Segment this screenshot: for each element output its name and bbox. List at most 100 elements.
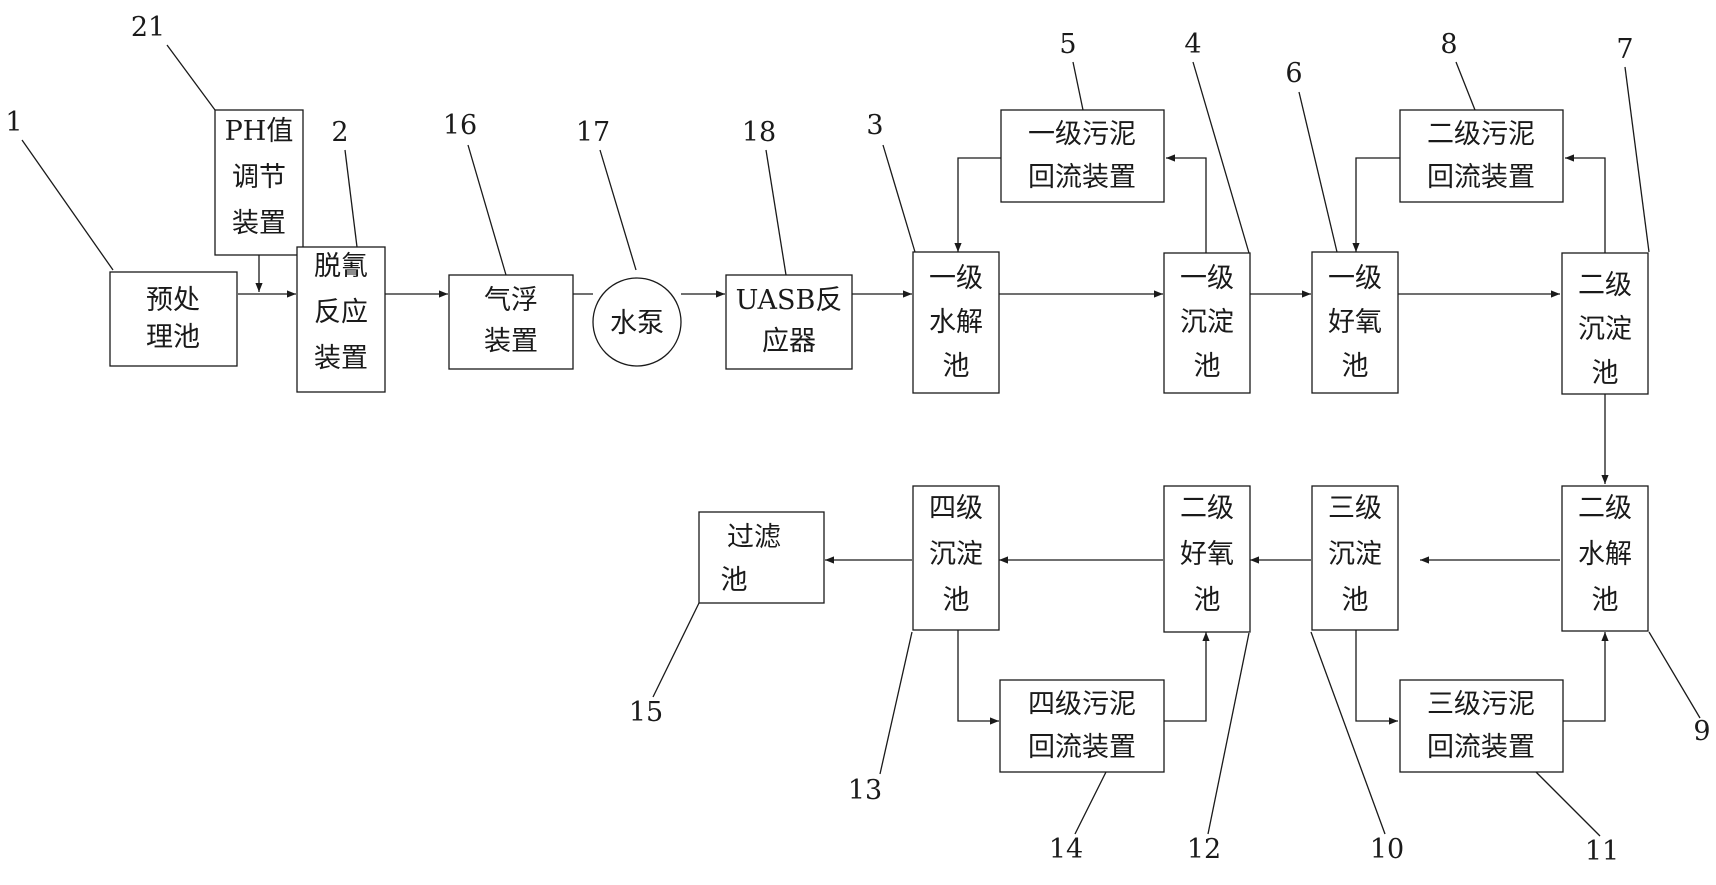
unit-label-line: 回流装置	[1028, 732, 1136, 763]
unit-decyanation-reactor: 脱氰 反应 装置	[296, 246, 386, 393]
leader-line-15	[652, 602, 700, 698]
ref-number-1: 1	[5, 107, 22, 138]
leader-line-4	[1192, 61, 1250, 254]
ref-number-11: 11	[1585, 836, 1619, 867]
ref-number-5: 5	[1059, 29, 1076, 60]
unit-label-line: 三级	[1328, 493, 1382, 524]
unit-primary-sludge-return-device: 一级污泥 回流装置	[1000, 109, 1165, 203]
unit-label-line: 二级	[1578, 270, 1632, 301]
leader-line-13	[879, 631, 913, 775]
unit-box	[1163, 485, 1251, 633]
unit-label-line: 三级污泥	[1427, 689, 1535, 720]
return-arrow-settling3-to-sludge3	[1355, 630, 1398, 725]
unit-box	[448, 274, 574, 370]
unit-label-line: 一级	[1180, 263, 1234, 294]
ref-number-21: 21	[131, 12, 165, 43]
ref-number-12: 12	[1187, 834, 1221, 865]
leader-line-11	[1535, 771, 1601, 837]
return-arrow-settling2-to-sludge2	[1565, 154, 1606, 253]
unit-box	[1000, 109, 1165, 203]
unit-label-line: 沉淀	[1578, 314, 1632, 345]
unit-label-line: 池	[1592, 585, 1619, 616]
unit-primary-aerobic-tank: 一级 好氧 池	[1311, 251, 1399, 394]
leader-line-1	[21, 139, 114, 271]
unit-label-line: 应器	[762, 326, 816, 357]
unit-label-line: 四级污泥	[1028, 689, 1136, 720]
unit-box	[1561, 252, 1649, 395]
unit-box	[725, 274, 853, 370]
unit-box	[912, 485, 1000, 631]
leader-line-17	[599, 149, 637, 271]
return-arrow-settling4-to-sludge4	[957, 630, 999, 725]
leader-line-8	[1455, 61, 1476, 111]
unit-label-line: 好氧	[1328, 307, 1382, 338]
ref-number-17: 17	[576, 117, 610, 148]
unit-label-line: 二级污泥	[1427, 119, 1535, 150]
unit-label-line: 反应	[314, 297, 368, 328]
return-arrow-sludge3-to-hydrolysis2	[1563, 632, 1609, 722]
leader-line-7	[1624, 66, 1650, 253]
unit-air-flotation-device: 气浮 装置	[448, 274, 574, 370]
unit-secondary-aerobic-tank: 二级 好氧 池	[1163, 485, 1251, 633]
unit-box	[1561, 485, 1649, 632]
unit-label-line: 理池	[146, 322, 200, 353]
unit-label-line: 池	[1592, 358, 1619, 389]
leader-line-10	[1310, 631, 1386, 835]
unit-label-line: 沉淀	[1328, 539, 1382, 570]
unit-label-line: 回流装置	[1427, 732, 1535, 763]
ref-number-14: 14	[1049, 834, 1083, 865]
leader-line-16	[467, 144, 507, 276]
return-arrow-settling1-to-sludge1	[1166, 154, 1207, 253]
ref-number-9: 9	[1693, 716, 1710, 747]
unit-primary-hydrolysis-tank: 一级 水解 池	[912, 251, 1000, 394]
unit-secondary-sludge-return-device: 二级污泥 回流装置	[1399, 109, 1564, 203]
unit-quaternary-sludge-return-device: 四级污泥 回流装置	[999, 679, 1165, 773]
unit-box	[999, 679, 1165, 773]
leader-line-5	[1072, 61, 1084, 111]
unit-label-line: 池	[943, 351, 970, 382]
unit-label-line: 四级	[929, 493, 983, 524]
unit-label-line: 脱氰	[314, 251, 368, 282]
unit-uasb-reactor: UASB反 应器	[725, 274, 853, 370]
unit-label-line: 调节	[232, 162, 286, 193]
unit-label-line: 沉淀	[929, 539, 983, 570]
return-arrow-sludge4-to-aerobic2	[1164, 632, 1210, 722]
unit-label-line: 一级	[929, 263, 983, 294]
leader-line-21	[166, 44, 216, 111]
pump-circle	[592, 277, 682, 367]
unit-label-line: 装置	[314, 343, 368, 374]
unit-label-line: 池	[1194, 351, 1221, 382]
unit-label-line: 水解	[1578, 539, 1632, 570]
unit-quaternary-settling-tank: 四级 沉淀 池	[912, 485, 1000, 631]
ref-number-8: 8	[1440, 29, 1457, 60]
unit-label-line: UASB反	[736, 285, 843, 316]
leader-line-9	[1648, 631, 1701, 719]
unit-label-line: 水泵	[610, 308, 664, 339]
reference-numbers: 1 21 2 16 17 18 3 5 4 6 8 7 9 10 11 12 1…	[5, 12, 1710, 867]
leader-line-14	[1074, 771, 1107, 835]
unit-label-line: 气浮	[484, 285, 538, 316]
ref-number-7: 7	[1616, 34, 1633, 65]
unit-label-line: 回流装置	[1427, 162, 1535, 193]
ref-number-15: 15	[629, 697, 663, 728]
leader-lines	[21, 44, 1701, 837]
unit-label-line: PH值	[225, 116, 294, 147]
unit-box	[1399, 109, 1564, 203]
unit-label-line: 池	[1342, 585, 1369, 616]
flow-connectors	[238, 154, 1609, 725]
unit-pretreatment-tank: 预处 理池	[109, 271, 238, 367]
unit-box	[1163, 252, 1251, 394]
unit-label-line: 预处	[146, 285, 200, 316]
ref-number-18: 18	[742, 117, 776, 148]
unit-label-line: 水解	[929, 307, 983, 338]
unit-box	[214, 109, 304, 256]
leader-line-6	[1298, 91, 1338, 253]
ref-number-4: 4	[1184, 29, 1201, 60]
unit-label-line: 好氧	[1180, 539, 1234, 570]
unit-label-line: 池	[943, 585, 970, 616]
unit-filtration-tank: 过滤 池	[698, 511, 825, 604]
leader-line-12	[1207, 632, 1250, 835]
unit-tertiary-sludge-return-device: 三级污泥 回流装置	[1399, 679, 1564, 773]
